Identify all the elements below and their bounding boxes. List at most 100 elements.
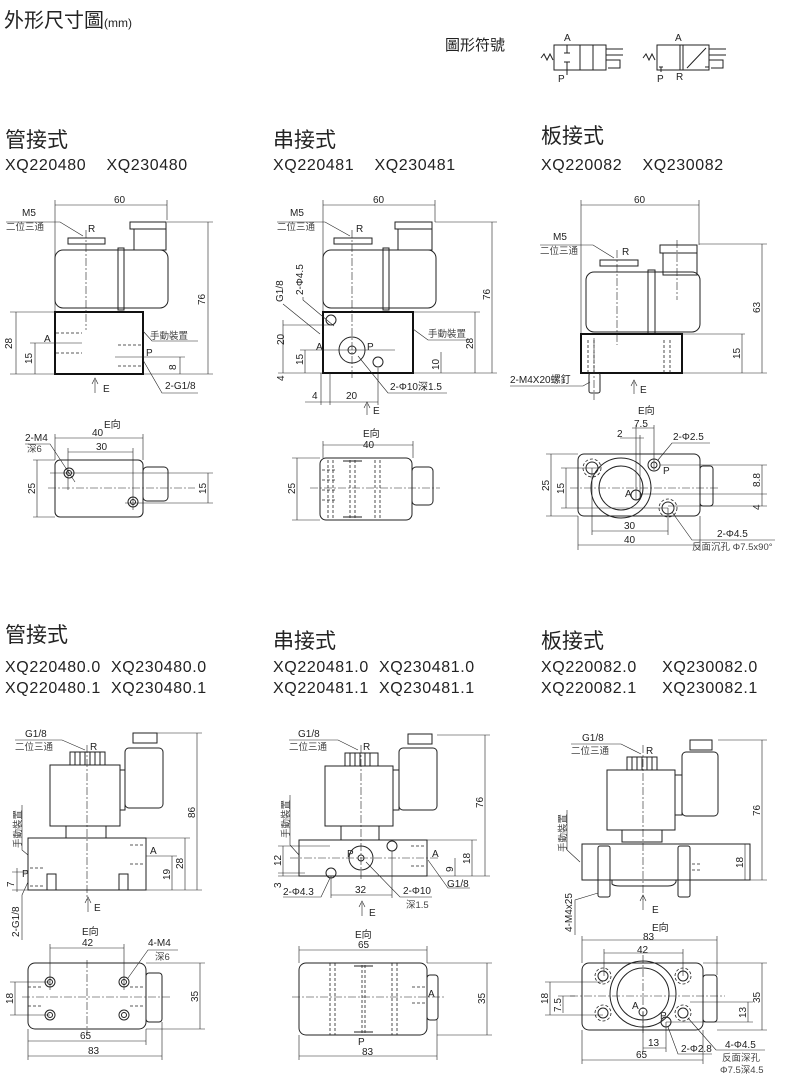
model-numbers: XQ220082.1 XQ230082.1 bbox=[541, 680, 758, 697]
dim-label: 2 bbox=[617, 429, 623, 440]
callout-label: 4-Φ4.5 bbox=[725, 1040, 756, 1051]
dim-label: 20 bbox=[276, 333, 287, 345]
callout-label: 深6 bbox=[155, 952, 170, 963]
model-numbers: XQ220480.1 XQ230480.1 bbox=[5, 680, 207, 697]
callout-label: 2-G1/8 bbox=[11, 906, 22, 937]
dim-label: 35 bbox=[477, 992, 488, 1004]
dim-label: 65 bbox=[636, 1050, 648, 1061]
dim-label: 28 bbox=[175, 857, 186, 869]
drawing-pipe-type-bottom: E向 40 30 2-M4 深6 25 15 bbox=[25, 418, 213, 518]
port-label: P bbox=[660, 1011, 667, 1022]
symbol-label: 圖形符號 bbox=[445, 37, 506, 54]
callout-label: 4-M4x25 bbox=[564, 893, 575, 932]
dim-label: 9 bbox=[445, 866, 456, 872]
callout-label: 手動裝置 bbox=[428, 328, 466, 340]
dim-label: 40 bbox=[92, 428, 104, 439]
callout-label: G1/8 bbox=[447, 879, 469, 890]
callout-label: 2-Φ4.5 bbox=[295, 264, 306, 295]
callout-label: 2-Φ10深1.5 bbox=[390, 381, 442, 393]
section-title: 管接式 bbox=[5, 624, 68, 647]
callout-label: 4-M4 bbox=[148, 938, 171, 949]
model-numbers: XQ220082 XQ230082 bbox=[541, 157, 724, 174]
dim-label: 20 bbox=[346, 391, 358, 402]
view-label: E向 bbox=[355, 928, 372, 941]
model-numbers: XQ220481 XQ230481 bbox=[273, 157, 456, 174]
view-arrow-label: E bbox=[94, 903, 101, 914]
dim-label: 42 bbox=[82, 938, 94, 949]
port-label: R bbox=[90, 742, 97, 753]
port-label: P bbox=[358, 1037, 365, 1048]
callout-label: 二位三通 bbox=[289, 741, 328, 753]
dim-label: 12 bbox=[273, 854, 284, 866]
callout-label: 2-G1/8 bbox=[165, 381, 196, 392]
callout-label: 反面深孔 bbox=[722, 1053, 761, 1064]
port-label: R bbox=[356, 224, 363, 235]
port-label: R bbox=[88, 224, 95, 235]
dim-label: 30 bbox=[96, 442, 108, 453]
drawing-inline-type-side: 60 M5 二位三通 R 20 15 4 10 28 76 2-Φ4.5 G1/… bbox=[275, 195, 497, 417]
dim-label: 7.5 bbox=[553, 998, 564, 1012]
callout-label: G1/8 bbox=[275, 280, 286, 302]
dim-label: 3 bbox=[273, 882, 284, 888]
dim-label: 76 bbox=[482, 288, 493, 300]
callout-label: 2-M4X20螺釘 bbox=[510, 373, 571, 386]
port-label: G1/8 bbox=[298, 729, 320, 740]
callout-label: 2-Φ2.5 bbox=[673, 432, 704, 443]
port-label: G1/8 bbox=[25, 729, 47, 740]
port-label: G1/8 bbox=[582, 733, 604, 744]
port-label: M5 bbox=[553, 232, 567, 243]
mounting-holes bbox=[594, 967, 692, 1022]
callout-label: 二位三通 bbox=[6, 221, 45, 233]
dim-label: 8.8 bbox=[752, 473, 763, 487]
dim-label: 15 bbox=[198, 482, 209, 494]
drawing-plate-type-2-bottom: E向 83 42 A P 18 7.5 13 35 13 bbox=[540, 921, 767, 1076]
callout-label: 深1.5 bbox=[406, 900, 429, 911]
dim-label: 32 bbox=[355, 885, 367, 896]
dim-label: 18 bbox=[540, 992, 551, 1004]
callout-label: 二位三通 bbox=[571, 745, 610, 757]
view-arrow-label: E bbox=[640, 385, 647, 396]
port-label: P bbox=[347, 849, 354, 860]
drawing-plate-type-side: 60 M5 二位三通 R 15 63 2-M4X20螺釘 E bbox=[510, 195, 767, 400]
drawing-plate-type-bottom: E向 7.5 2 2-Φ2.5 A P 25 15 8.8 4 30 40 2-… bbox=[541, 404, 775, 553]
view-label: E向 bbox=[652, 921, 669, 934]
model-numbers: XQ220480.0 XQ230480.0 bbox=[5, 659, 207, 676]
view-label: E向 bbox=[363, 427, 380, 440]
dim-label: 86 bbox=[187, 806, 198, 818]
port-label: A bbox=[150, 846, 157, 857]
port-a-label: A bbox=[564, 33, 571, 44]
section-title: 管接式 bbox=[5, 129, 68, 152]
port-label: A bbox=[44, 334, 51, 345]
callout-label: 2-Φ10 bbox=[403, 886, 431, 897]
view-label: E向 bbox=[104, 418, 121, 431]
dim-label: 40 bbox=[624, 535, 636, 546]
dim-label: 25 bbox=[541, 479, 552, 491]
dim-label: 83 bbox=[88, 1046, 100, 1057]
dim-label: 4 bbox=[752, 504, 763, 510]
port-label: A bbox=[428, 989, 435, 1000]
dim-label: 8 bbox=[168, 364, 179, 370]
view-label: E向 bbox=[82, 925, 99, 938]
section-title: 串接式 bbox=[273, 630, 336, 653]
dim-label: 76 bbox=[752, 804, 763, 816]
dim-label: 7.5 bbox=[634, 419, 648, 430]
callout-label: 手動裝置 bbox=[12, 810, 24, 848]
dim-label: 35 bbox=[752, 991, 763, 1003]
dim-label: 28 bbox=[465, 337, 476, 349]
dim-label: 65 bbox=[358, 940, 370, 951]
dim-label: 15 bbox=[556, 482, 567, 494]
dim-label: 18 bbox=[735, 856, 746, 868]
section-title: 板接式 bbox=[541, 630, 604, 653]
port-label: A bbox=[632, 1001, 639, 1012]
dim-label: 4 bbox=[312, 391, 318, 402]
port-label: A bbox=[316, 342, 323, 353]
drawing-inline-type-2-bottom: E向 65 A P 83 35 bbox=[292, 928, 492, 1060]
port-p-label: P bbox=[558, 74, 565, 85]
port-r-label: R bbox=[676, 72, 683, 83]
unit-text: (mm) bbox=[104, 16, 132, 30]
dim-label: 18 bbox=[462, 852, 473, 864]
callout-label: 二位三通 bbox=[15, 741, 54, 753]
model-numbers: XQ220082.0 XQ230082.0 bbox=[541, 659, 758, 676]
dim-label: 30 bbox=[624, 521, 636, 532]
